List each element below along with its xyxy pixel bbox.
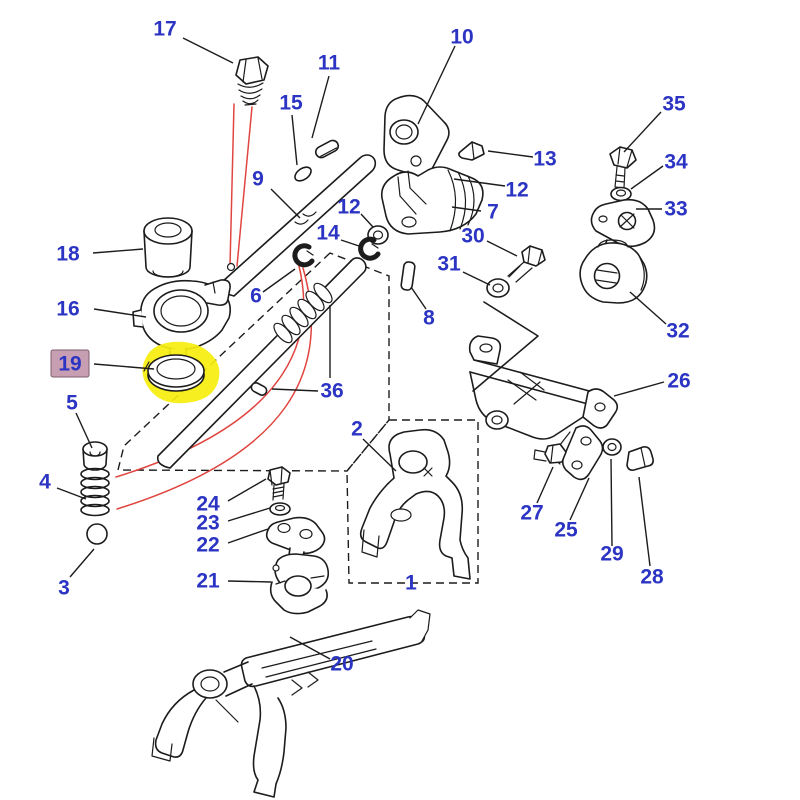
part-17-plug — [235, 56, 269, 106]
part-2-fork — [359, 428, 471, 580]
part-label-24: 24 — [196, 493, 220, 516]
part-1-rod — [156, 257, 367, 469]
part-7-selector-jaw — [380, 166, 484, 235]
part-31-nut — [486, 278, 510, 298]
part-label-30: 30 — [461, 225, 484, 248]
part-label-22: 22 — [196, 534, 219, 557]
part-label-16: 16 — [56, 298, 79, 321]
part-36-pin — [250, 382, 268, 396]
part-label-15: 15 — [279, 92, 303, 115]
part-3-ball — [86, 523, 108, 545]
part-label-27: 27 — [520, 502, 543, 525]
part-label-8: 8 — [423, 307, 435, 330]
part-label-7: 7 — [487, 201, 499, 224]
part-label-28: 28 — [640, 566, 664, 589]
part-label-4: 4 — [39, 471, 51, 494]
part-26-bracket — [468, 335, 619, 440]
part-label-11: 11 — [318, 52, 341, 75]
part-14-clip — [358, 236, 381, 261]
part-label-26: 26 — [667, 370, 690, 393]
part-label-10: 10 — [450, 26, 473, 49]
part-28-pin — [626, 446, 654, 471]
part-label-33: 33 — [664, 198, 687, 221]
part-label-9: 9 — [252, 168, 264, 191]
part-4-spring — [80, 467, 110, 517]
part-label-23: 23 — [196, 512, 219, 535]
part-13-pin — [458, 141, 485, 161]
part-label-13: 13 — [533, 148, 556, 171]
part-30-bolt — [507, 245, 546, 283]
part-16-housing — [132, 279, 231, 362]
zigzag-connector — [472, 301, 539, 392]
part-23-washer — [269, 502, 291, 516]
part-34-washer — [610, 186, 632, 202]
part-21-clamp — [269, 553, 330, 615]
highlighted-label-badge — [50, 349, 90, 378]
part-label-18: 18 — [56, 243, 80, 266]
part-5-detent-plug — [82, 441, 108, 471]
part-label-5: 5 — [66, 392, 78, 415]
part-label-12: 12 — [505, 179, 528, 202]
part-label-29: 29 — [600, 543, 623, 566]
part-label-32: 32 — [666, 320, 689, 343]
part-label-1: 1 — [405, 572, 417, 595]
part-label-34: 34 — [664, 151, 688, 174]
part-29-nut — [602, 438, 622, 456]
part-11-pin — [314, 139, 340, 159]
part-label-36: 36 — [320, 380, 343, 403]
part-label-14: 14 — [316, 222, 340, 245]
part-18-bushing — [143, 217, 193, 278]
part-10-yoke — [383, 94, 450, 177]
part-32-socket — [579, 239, 648, 304]
part-label-31: 31 — [437, 253, 461, 276]
part-24-bolt — [267, 466, 291, 501]
part-label-12: 12 — [337, 196, 360, 219]
part-label-19: 19 — [58, 353, 81, 376]
part-27-bolt — [533, 443, 567, 464]
part-label-6: 6 — [250, 285, 262, 308]
part-19-seal — [143, 354, 205, 392]
part-label-2: 2 — [351, 418, 363, 441]
part-35-bolt — [609, 146, 637, 189]
rod-spring-coil — [273, 282, 333, 344]
dashed-assembly-outlines — [117, 252, 479, 584]
part-label-35: 35 — [662, 93, 686, 116]
part-label-21: 21 — [196, 570, 220, 593]
leader-lines — [56, 37, 667, 660]
part-label-25: 25 — [554, 519, 578, 542]
part-label-20: 20 — [330, 653, 353, 676]
part-label-17: 17 — [153, 18, 176, 41]
part-labels: 1234567891011121213141516171819202122232… — [39, 18, 691, 676]
part-6-clip — [292, 243, 315, 268]
part-8-pin — [400, 261, 416, 291]
part-label-3: 3 — [58, 577, 70, 600]
part-15-oring — [294, 166, 312, 182]
part-20-fork — [151, 609, 431, 798]
